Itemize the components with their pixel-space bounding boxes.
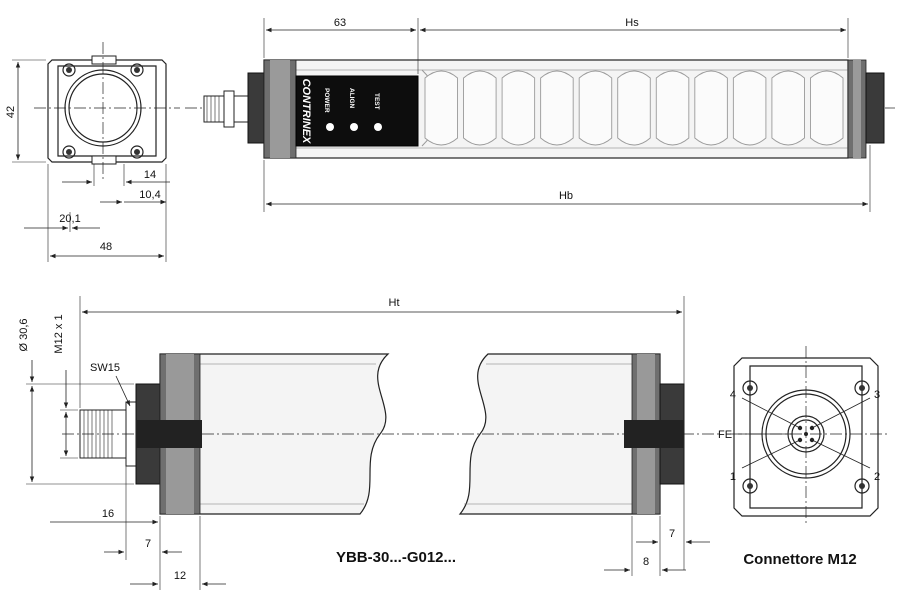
lens-element: [655, 70, 690, 146]
dim-14-label: 14: [144, 169, 156, 181]
dim-63-label: 63: [334, 17, 346, 29]
dim-m12: M12 x 1: [53, 314, 69, 456]
dim-7-left: 7: [104, 538, 182, 555]
led-align: [350, 123, 358, 131]
dim-48-label: 48: [100, 241, 112, 253]
pin-label-4: 4: [730, 389, 736, 401]
dim-12: 12: [130, 570, 226, 587]
lens-element: [463, 70, 497, 146]
pin-label-3: 3: [874, 389, 880, 401]
dim-20-1: 20,1: [24, 212, 100, 232]
dim-diameter-label: Ø 30,6: [18, 318, 30, 351]
dim-14: 14: [62, 164, 170, 186]
lens-element: [501, 70, 536, 146]
led-power: [326, 123, 334, 131]
device-label-panel: CONTRINEX POWER ALIGN TEST: [300, 79, 382, 144]
dim-hs-label: Hs: [625, 17, 639, 29]
dim-hs: Hs: [420, 17, 846, 33]
lens-element: [424, 70, 458, 146]
led-label-align: ALIGN: [348, 88, 355, 109]
dim-20-1-label: 20,1: [59, 213, 80, 225]
lens-element: [540, 70, 574, 146]
dim-hb-label: Hb: [559, 190, 573, 202]
dim-sw15: SW15: [90, 362, 131, 407]
dim-hb: Hb: [266, 190, 868, 207]
dim-10-4-label: 10,4: [139, 189, 160, 201]
dim-8-label: 8: [643, 556, 649, 568]
pin-label-2: 2: [874, 471, 880, 483]
connector-end-view: [730, 346, 890, 526]
dim-63: 63: [266, 17, 416, 33]
dim-ht-label: Ht: [389, 297, 400, 309]
lens-elements: [424, 70, 844, 146]
dim-42-label: 42: [5, 106, 17, 118]
lens-element: [694, 70, 728, 146]
dim-12-label: 12: [174, 570, 186, 582]
dim-7-right-label: 7: [669, 528, 675, 540]
dim-diameter: Ø 30,6: [18, 318, 35, 482]
dim-8: 8: [604, 556, 686, 573]
dim-m12-label: M12 x 1: [53, 314, 65, 353]
dim-7-left-label: 7: [145, 538, 151, 550]
led-label-test: TEST: [373, 93, 380, 110]
connector-title: Connettore M12: [743, 551, 856, 568]
dim-ht: Ht: [82, 297, 682, 315]
led-label-power: POWER: [323, 88, 330, 113]
led-test: [374, 123, 382, 131]
lens-element: [617, 70, 651, 146]
lens-element: [810, 70, 844, 146]
fe-label: FE: [718, 429, 732, 441]
dim-10-4: 10,4: [100, 164, 167, 206]
dim-48: 48: [47, 164, 167, 262]
dim-42: 42: [5, 59, 46, 163]
dim-16-label: 16: [102, 508, 114, 520]
lens-element: [771, 70, 805, 146]
pin-label-1: 1: [730, 471, 736, 483]
model-label: YBB-30...-G012...: [336, 549, 456, 566]
side-view-bottom: [26, 296, 720, 590]
lens-element: [578, 70, 613, 146]
dim-sw15-label: SW15: [90, 362, 120, 374]
dim-7-right: 7: [636, 528, 710, 545]
brand-logo: CONTRINEX: [300, 79, 312, 144]
end-view-top: [34, 42, 180, 180]
lens-element: [732, 70, 767, 146]
dim-16: 16: [50, 508, 158, 525]
